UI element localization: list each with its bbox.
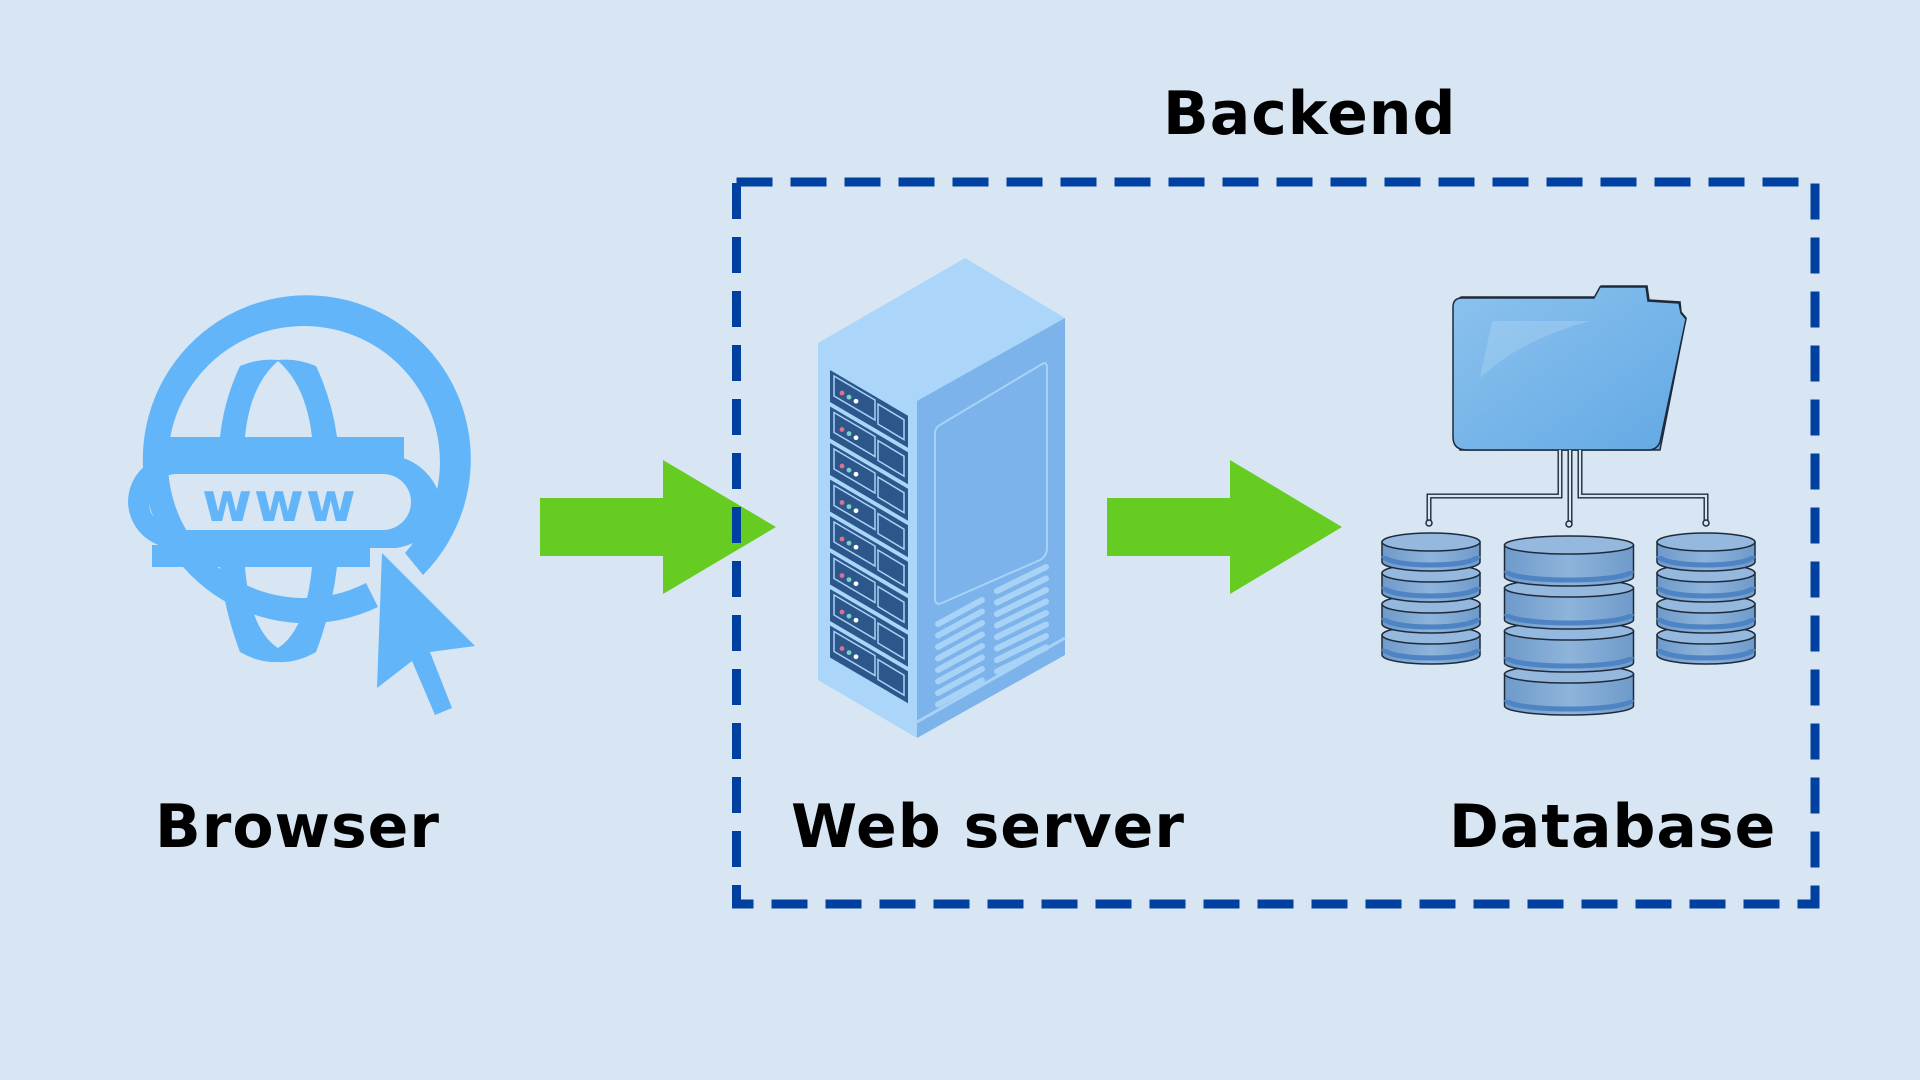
database-label: Database <box>1449 792 1777 862</box>
globe-meridian-top <box>220 359 337 437</box>
rack-unit <box>830 406 908 485</box>
status-led-icon <box>839 573 845 578</box>
server-side-panel <box>934 362 1048 605</box>
globe-latitude-top <box>152 437 404 459</box>
server-top-face <box>818 258 1065 403</box>
www-text: www <box>202 471 358 534</box>
database-folder-icon <box>1381 285 1756 716</box>
status-led-icon <box>839 427 845 432</box>
rack-unit <box>830 370 908 448</box>
server-rack-icon <box>818 258 1066 738</box>
status-led-icon <box>846 394 852 400</box>
status-led-icon <box>853 654 859 660</box>
backend-group-box <box>732 177 1820 909</box>
db-connectors <box>1426 450 1709 524</box>
status-led-icon <box>839 536 845 542</box>
status-led-icon <box>846 504 852 510</box>
database-cylinder-icon <box>1656 532 1756 665</box>
folder-highlight <box>1480 321 1590 378</box>
db-connector-dots <box>1425 519 1710 528</box>
rack-unit <box>830 443 908 521</box>
status-led-icon <box>846 540 852 546</box>
status-led-icon <box>839 463 845 469</box>
rack-unit <box>830 589 908 667</box>
rack-unit <box>830 479 908 558</box>
browser-label: Browser <box>155 792 440 862</box>
web-server-label: Web server <box>791 792 1185 862</box>
status-led-icon <box>853 398 859 404</box>
arrow-webserver-to-database <box>1107 460 1342 594</box>
status-led-icon <box>846 577 852 583</box>
globe-latitude-bottom <box>152 545 370 567</box>
status-led-icon <box>839 646 845 651</box>
db-connectors-inner <box>1427 450 1708 524</box>
arrow-browser-to-webserver <box>540 460 776 594</box>
cursor-arrow-icon <box>377 553 475 715</box>
status-led-icon <box>846 431 852 437</box>
server-vents <box>935 564 1049 708</box>
status-led-icon <box>853 508 859 514</box>
database-cylinder-icon <box>1503 535 1635 716</box>
globe-www-bar <box>128 455 442 548</box>
globe-www-cursor-icon: www <box>128 295 475 715</box>
globe-meridian-bottom <box>220 567 337 663</box>
rack-unit <box>830 552 908 631</box>
status-led-icon <box>846 650 852 656</box>
database-cylinder-icon <box>1381 532 1481 665</box>
status-led-icon <box>839 609 845 615</box>
rack-unit <box>830 516 908 594</box>
backend-group-label: Backend <box>1163 79 1457 149</box>
status-led-icon <box>853 471 859 477</box>
rack-unit <box>830 625 908 704</box>
status-led-icon <box>839 500 845 505</box>
status-led-icon <box>853 581 859 587</box>
status-led-icon <box>846 613 852 619</box>
status-led-icon <box>839 390 845 396</box>
status-led-icon <box>853 544 859 550</box>
status-led-icon <box>853 617 859 623</box>
status-led-icon <box>846 467 852 473</box>
server-rack-units <box>830 370 908 704</box>
status-led-icon <box>853 435 859 441</box>
